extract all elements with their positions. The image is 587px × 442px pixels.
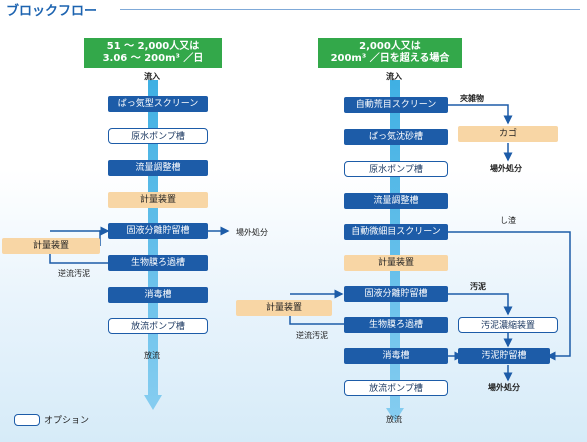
screenings-label: 夾雑物: [460, 94, 484, 103]
left-outflow-label: 放流: [144, 351, 160, 360]
left-header: 51 ～ 2,000人又は 3.06 ～ 200m³ ／日: [84, 38, 222, 68]
right-step-discharge-pump: 放流ポンプ槽: [344, 380, 448, 396]
left-step-raw-pump: 原水ポンプ槽: [108, 128, 208, 144]
right-step-meter: 計量装置: [344, 255, 448, 271]
right-step-aerated-grit: ばっ気沈砂槽: [344, 129, 448, 145]
left-step-aeration-screen: ばっ気型スクリーン: [108, 96, 208, 112]
left-step-discharge-pump: 放流ポンプ槽: [108, 318, 208, 334]
page-title: ブロックフロー: [6, 4, 98, 19]
left-header-line1: 51 ～ 2,000人又は: [106, 41, 200, 52]
sludge-thickener-box: 汚泥濃縮装置: [458, 317, 558, 333]
legend-option-swatch: [14, 414, 40, 426]
right-side-meter: 計量装置: [236, 300, 332, 316]
left-step-biofilm: 生物膜ろ過槽: [108, 255, 208, 271]
left-header-line2: 3.06 ～ 200m³ ／日: [102, 53, 204, 64]
left-step-flow-adjust: 流量調整槽: [108, 160, 208, 176]
right-step-auto-coarse-screen: 自動荒目スクリーン: [344, 97, 448, 113]
residue-label: し渣: [500, 216, 516, 225]
right-backwash-label: 逆流汚泥: [296, 331, 328, 340]
left-step-disinfection: 消毒槽: [108, 287, 208, 303]
right-header-line2: 200m³ ／日を超える場合: [330, 53, 450, 64]
right-step-solid-liquid: 固液分離貯留槽: [344, 286, 448, 302]
right-outflow-label: 放流: [386, 415, 402, 424]
legend-option-label: オプション: [44, 416, 90, 426]
sludge-label: 汚泥: [470, 282, 486, 291]
offsite-label-2: 場外処分: [488, 383, 520, 392]
left-step-meter: 計量装置: [108, 192, 208, 208]
left-backwash-label: 逆流汚泥: [58, 269, 90, 278]
right-step-flow-adjust: 流量調整槽: [344, 193, 448, 209]
offsite-label-1: 場外処分: [490, 164, 522, 173]
left-step-solid-liquid: 固液分離貯留槽: [108, 223, 208, 239]
left-offsite-label: 場外処分: [236, 228, 268, 237]
right-step-raw-pump: 原水ポンプ槽: [344, 161, 448, 177]
left-side-meter: 計量装置: [2, 238, 100, 254]
right-header: 2,000人又は 200m³ ／日を超える場合: [318, 38, 462, 68]
right-step-disinfection: 消毒槽: [344, 348, 448, 364]
right-inflow-label: 流入: [386, 72, 402, 81]
right-header-line1: 2,000人又は: [359, 41, 421, 52]
right-step-auto-fine-screen: 自動微細目スクリーン: [344, 224, 448, 240]
left-inflow-label: 流入: [144, 72, 160, 81]
right-step-biofilm: 生物膜ろ過槽: [344, 317, 448, 333]
title-rule: [120, 9, 580, 10]
cage-box: カゴ: [458, 126, 558, 142]
sludge-storage-box: 汚泥貯留槽: [458, 348, 550, 364]
